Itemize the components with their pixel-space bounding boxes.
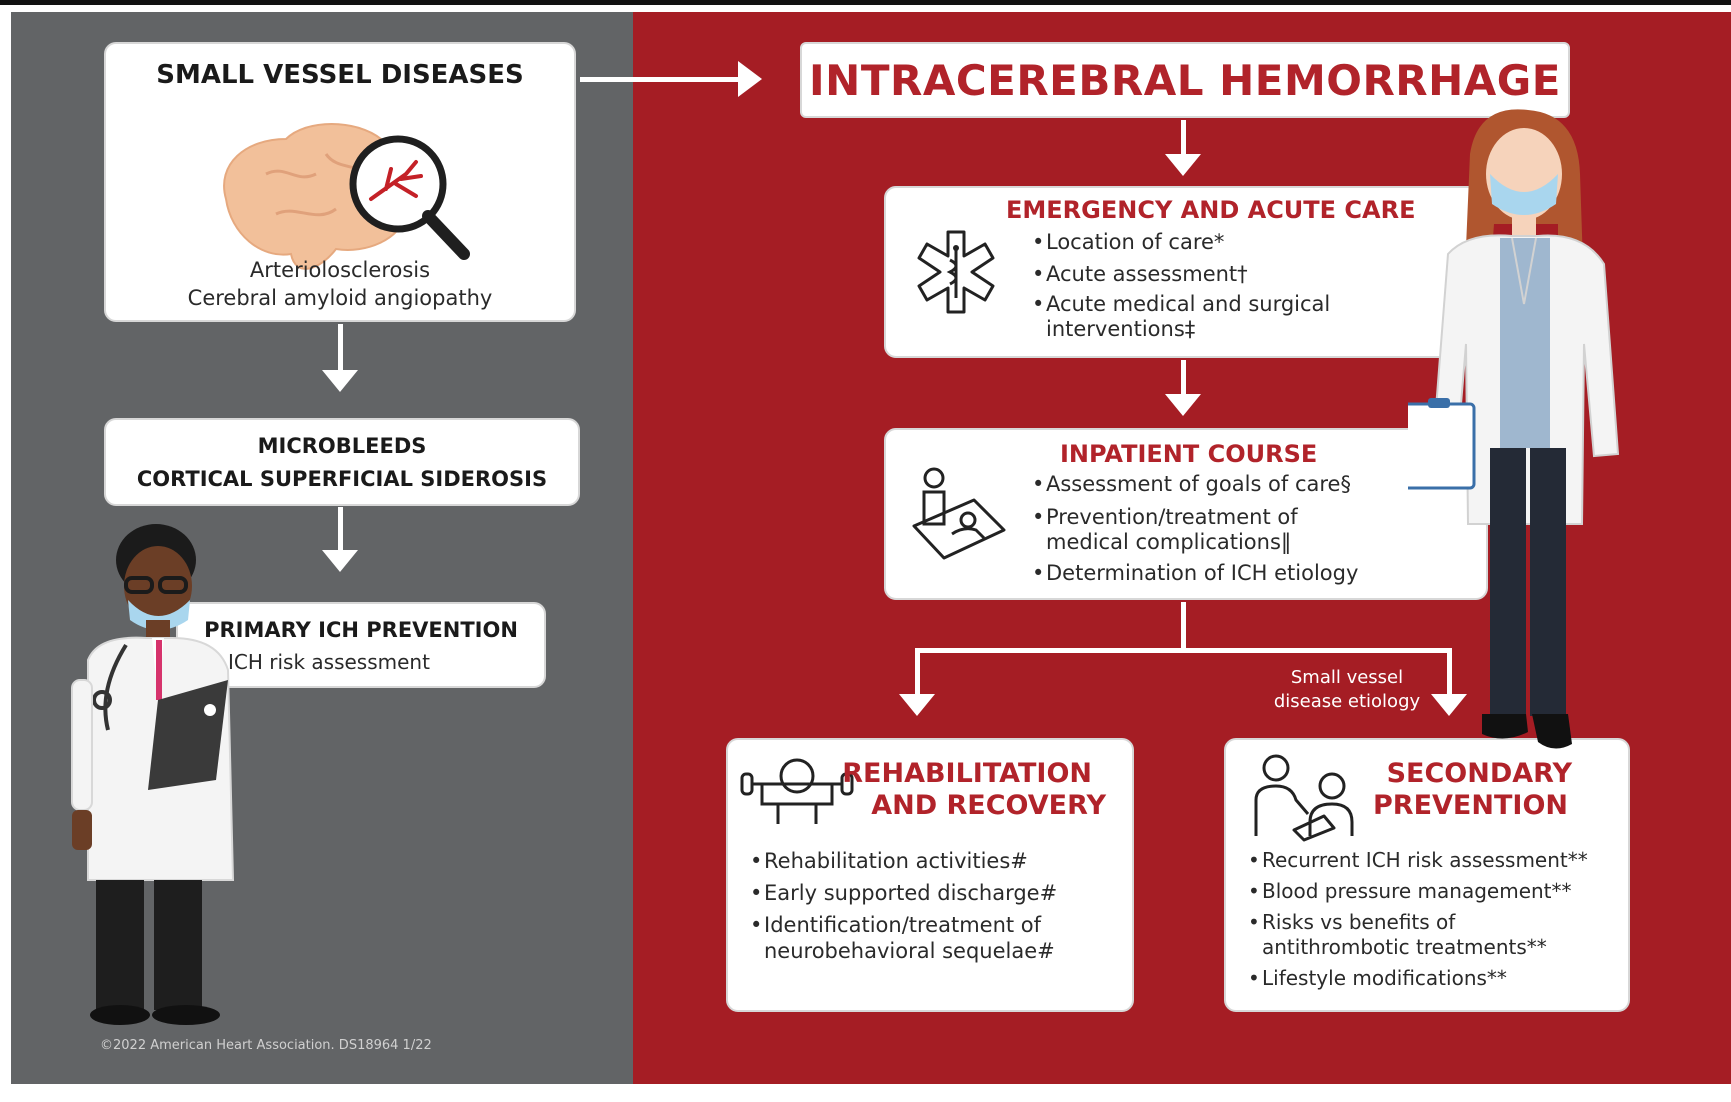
list-item: Prevention/treatment of medical complica… bbox=[1032, 505, 1346, 555]
arrow-svd-to-ich bbox=[580, 77, 740, 82]
arrow-microbleeds-to-primary bbox=[338, 507, 343, 552]
star-of-life-icon bbox=[910, 226, 1002, 318]
rehabilitation-title-line2: AND RECOVERY bbox=[871, 790, 1106, 821]
emergency-acute-care-list: Location of care* Acute assessment† Acut… bbox=[1032, 228, 1462, 342]
inpatient-course-title: INPATIENT COURSE bbox=[1060, 440, 1318, 468]
secondary-prevention-box: SECONDARY PREVENTION Recurrent ICH risk … bbox=[1224, 738, 1630, 1012]
primary-ich-prevention-title: PRIMARY ICH PREVENTION bbox=[204, 618, 518, 642]
small-vessel-disease-etiology-label: Small vessel disease etiology bbox=[1273, 667, 1421, 712]
secondary-prevention-title-line2: PREVENTION bbox=[1373, 790, 1568, 821]
inpatient-course-box: INPATIENT COURSE Assessment of goals of … bbox=[884, 428, 1488, 600]
arrow-head-icon bbox=[322, 370, 358, 392]
list-item: Lifestyle modifications** bbox=[1248, 966, 1618, 991]
inpatient-course-list: Assessment of goals of care§ Prevention/… bbox=[1032, 472, 1472, 586]
connector-horizontal bbox=[915, 648, 1452, 653]
connector-right-down bbox=[1447, 648, 1452, 696]
microbleeds-box: MICROBLEEDS CORTICAL SUPERFICIAL SIDEROS… bbox=[104, 418, 580, 506]
primary-ich-prevention-box: PRIMARY ICH PREVENTION ICH risk assessme… bbox=[176, 602, 546, 688]
copyright-text: ©2022 American Heart Association. DS1896… bbox=[100, 1038, 432, 1053]
secondary-prevention-title-line1: SECONDARY bbox=[1386, 758, 1572, 789]
list-item: Acute medical and surgical interventions… bbox=[1032, 292, 1376, 342]
list-item: Assessment of goals of care§ bbox=[1032, 472, 1472, 497]
small-vessel-diseases-title: SMALL VESSEL DISEASES bbox=[156, 60, 524, 90]
arrow-head-icon bbox=[1165, 154, 1201, 176]
list-item: Rehabilitation activities# bbox=[750, 848, 1090, 874]
exercise-weights-icon bbox=[738, 754, 856, 826]
cortical-superficial-siderosis-label: CORTICAL SUPERFICIAL SIDEROSIS bbox=[136, 467, 548, 491]
arteriolosclerosis-label: Arteriolosclerosis bbox=[249, 258, 431, 282]
arrow-head-icon bbox=[1165, 394, 1201, 416]
intracerebral-hemorrhage-title: INTRACEREBRAL HEMORRHAGE bbox=[809, 56, 1561, 105]
rehabilitation-title-line1: REHABILITATION bbox=[842, 758, 1092, 789]
top-rule bbox=[0, 0, 1731, 5]
arrow-head-icon bbox=[1431, 694, 1467, 716]
list-item: Early supported discharge# bbox=[750, 880, 1090, 906]
intracerebral-hemorrhage-box: INTRACEREBRAL HEMORRHAGE bbox=[800, 42, 1570, 118]
hospital-bed-patient-icon bbox=[904, 464, 1008, 564]
list-item: Location of care* bbox=[1032, 228, 1462, 256]
female-doctor-illustration bbox=[1408, 104, 1656, 764]
rehabilitation-recovery-list: Rehabilitation activities# Early support… bbox=[750, 848, 1090, 964]
secondary-prevention-list: Recurrent ICH risk assessment** Blood pr… bbox=[1248, 848, 1618, 991]
rehabilitation-recovery-box: REHABILITATION AND RECOVERY Rehabilitati… bbox=[726, 738, 1134, 1012]
connector-inpatient-down bbox=[1181, 602, 1186, 650]
arrow-ich-to-emergency bbox=[1181, 120, 1186, 156]
connector-left-down bbox=[915, 648, 920, 696]
list-item: Identification/treatment of neurobehavio… bbox=[750, 912, 1084, 964]
arrow-svd-to-microbleeds bbox=[338, 324, 343, 372]
arrow-emergency-to-inpatient bbox=[1181, 360, 1186, 396]
brain-magnifier-icon bbox=[206, 104, 486, 294]
emergency-acute-care-box: EMERGENCY AND ACUTE CARE Location of car… bbox=[884, 186, 1480, 358]
male-doctor-illustration bbox=[68, 520, 258, 1030]
list-item: Acute assessment† bbox=[1032, 260, 1462, 288]
arrow-head-icon bbox=[899, 694, 935, 716]
emergency-acute-care-title: EMERGENCY AND ACUTE CARE bbox=[1006, 196, 1416, 224]
list-item: Recurrent ICH risk assessment** bbox=[1248, 848, 1618, 873]
arrow-head-icon bbox=[322, 550, 358, 572]
small-vessel-diseases-box: SMALL VESSEL DISEASES Arteriolosclerosis… bbox=[104, 42, 576, 322]
doctor-consultation-icon bbox=[1248, 752, 1360, 842]
microbleeds-label: MICROBLEEDS bbox=[257, 434, 427, 458]
list-item: Blood pressure management** bbox=[1248, 879, 1618, 904]
arrow-head-icon bbox=[738, 61, 762, 97]
list-item: Determination of ICH etiology bbox=[1032, 561, 1472, 586]
cerebral-amyloid-angiopathy-label: Cerebral amyloid angiopathy bbox=[187, 286, 493, 310]
list-item: Risks vs benefits of antithrombotic trea… bbox=[1248, 910, 1582, 960]
